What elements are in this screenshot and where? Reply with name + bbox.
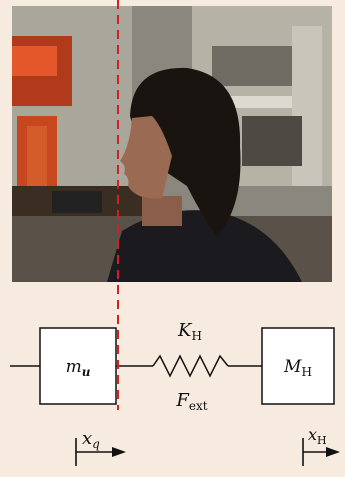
human-mass-label: MH xyxy=(283,357,312,379)
human-coordinate-arrowhead-icon xyxy=(326,447,340,457)
photo-illustration xyxy=(12,6,332,282)
robot-coordinate-label: xq xyxy=(82,428,100,451)
robot-mass-label: mu xyxy=(66,357,91,379)
photo-scene xyxy=(12,6,332,282)
robot-coordinate-arrowhead-icon xyxy=(112,447,126,457)
spring-label: KH xyxy=(177,320,202,343)
spring-icon xyxy=(152,354,229,378)
robot-mass-box xyxy=(39,327,117,405)
human-coordinate-label: xH xyxy=(308,425,327,447)
human-mass-box xyxy=(261,327,335,405)
force-label: Fext xyxy=(175,390,207,413)
